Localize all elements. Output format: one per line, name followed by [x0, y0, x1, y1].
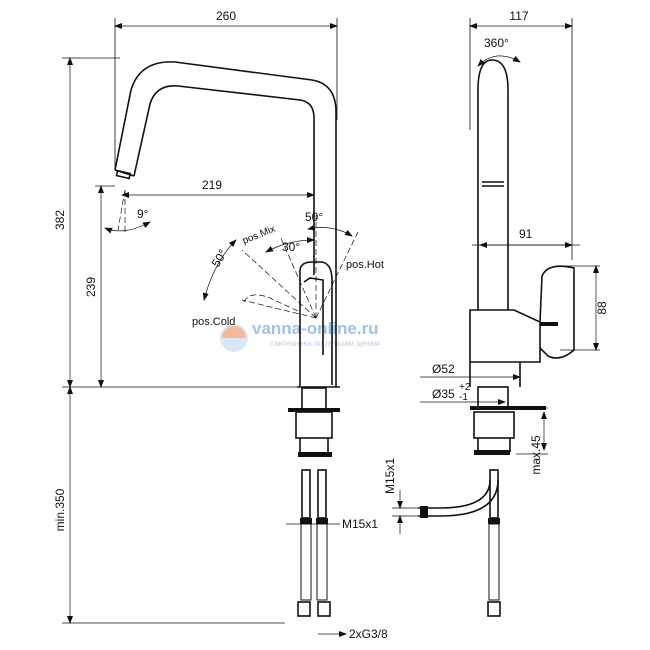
dim-handle-height: 88	[595, 301, 609, 315]
label-side-hose-thread: M15x1	[383, 458, 397, 494]
watermark-site: vanna-online.ru	[252, 319, 379, 338]
dim-height-total: 382	[53, 210, 67, 230]
angle-spout: 9°	[137, 207, 149, 221]
tol-minus: -1	[459, 392, 468, 403]
dim-handle-reach: 91	[519, 227, 533, 241]
label-connection: 2xG3/8	[349, 627, 388, 641]
side-view: 117 360° 91 88 Ø52 Ø35 +2 -1 max.45	[383, 9, 609, 617]
dim-width: 260	[216, 9, 236, 23]
dim-base-diameter: Ø52	[432, 362, 455, 376]
dim-hole-diameter: Ø35	[432, 387, 455, 401]
dim-height-spout: 239	[84, 277, 98, 297]
angle-hot: 50°	[305, 210, 323, 224]
dim-reach: 219	[202, 178, 222, 192]
dim-depth: 117	[509, 9, 528, 23]
label-pos-mix: pos.Mix	[241, 224, 277, 247]
dim-max-thickness: max.45	[529, 435, 543, 475]
watermark-tagline: сантехника по лучшим ценам	[270, 339, 380, 348]
tol-plus: +2	[459, 382, 471, 393]
label-pos-cold: pos.Cold	[192, 316, 235, 328]
label-pos-hot: pos.Hot	[346, 259, 384, 271]
watermark: vanna-online.ru сантехника по лучшим цен…	[220, 319, 380, 352]
dim-hose-length: min.350	[53, 488, 67, 531]
front-view: 260 382 239 219 min.350 9°	[53, 9, 388, 641]
label-hose-thread: M15x1	[342, 517, 378, 531]
label-rotation: 360°	[484, 36, 509, 50]
angle-mix: 30°	[282, 240, 300, 254]
